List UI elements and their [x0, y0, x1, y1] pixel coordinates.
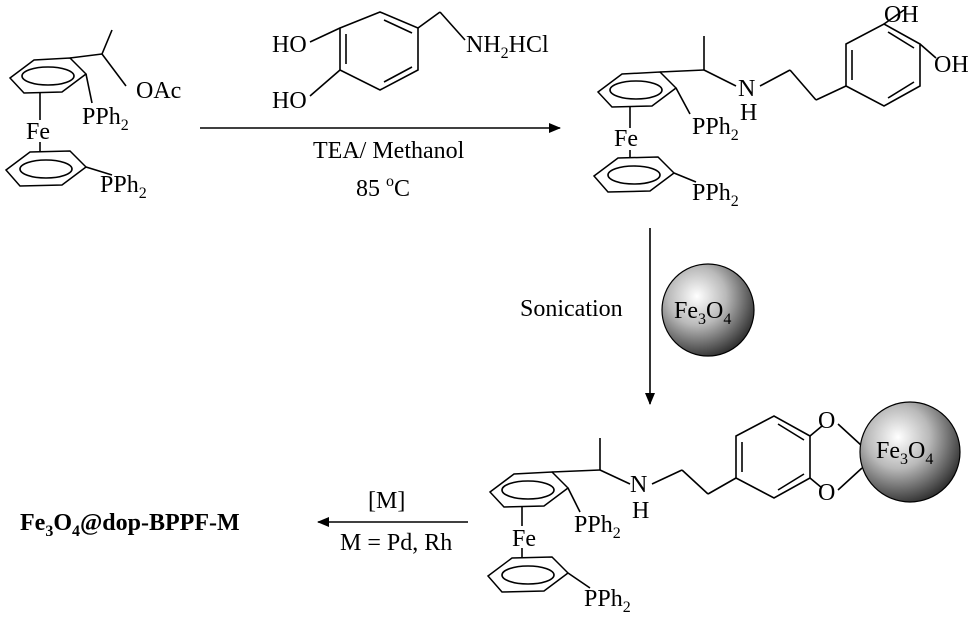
amine-salt-label: NH2HCl: [466, 32, 549, 62]
p1-bond-oh-right: [919, 43, 937, 59]
p2-bond-ch: [551, 469, 601, 473]
step2-label: Sonication: [520, 296, 623, 322]
ho-top-label: HO: [272, 32, 307, 58]
p1-bond-pph2-lower: [673, 172, 697, 183]
bond-pph2-upper: [85, 73, 93, 104]
p1-cp-ring-lower-inner: [607, 165, 661, 185]
bond-ethyl-2: [439, 11, 466, 41]
p1-benzene-ring: [845, 23, 921, 107]
benzene-ring: [339, 11, 419, 91]
p2-cp-ring-lower: [486, 556, 570, 593]
p2-ring-double-3: [777, 473, 805, 491]
pph2-upper-label: PPh2: [82, 104, 129, 134]
p1-n-label: N: [738, 76, 755, 102]
p1-bond-ch2-2: [789, 69, 817, 101]
bond-oac: [101, 53, 127, 87]
dopamine-reagent: HO HO NH2HCl: [272, 11, 549, 114]
p2-pph2-upper-label: PPh2: [574, 512, 621, 542]
p1-oh-right-label: OH: [934, 52, 969, 78]
p2-bond-pph2-lower: [567, 572, 591, 589]
final-product-label: Fe3O4@dop-BPPF-M: [20, 510, 240, 540]
p1-oh-top-label: OH: [884, 2, 919, 28]
bond-methyl: [101, 29, 113, 55]
p2-o-top-label: O: [818, 408, 835, 434]
p1-bond-ch2-1: [759, 69, 791, 87]
cp-ring-lower-inner: [19, 159, 73, 179]
step3-reagent: [M]: [368, 488, 405, 514]
p1-fe-label: Fe: [614, 126, 638, 152]
p2-h-label: H: [632, 498, 649, 524]
nanoparticle-sphere: [661, 263, 755, 357]
ring-double-bond-2: [383, 19, 413, 34]
p2-cp-ring-upper-inner: [501, 480, 555, 500]
p1-pph2-lower-label: PPh2: [692, 180, 739, 210]
bond-ethyl-1: [417, 11, 441, 29]
fe3o4-nanoparticle-step2: Fe3O4: [661, 263, 755, 357]
p2-nanoparticle-formula: Fe3O4: [876, 438, 933, 468]
p1-bond-pph2-upper: [675, 87, 691, 115]
p1-cp-ring-lower: [592, 156, 676, 193]
p2-bond-ch2-2: [681, 469, 709, 495]
bond-oh-top: [309, 27, 341, 43]
p2-ring-double-2: [777, 423, 805, 441]
p2-bond-pph2-upper: [567, 487, 581, 513]
step1-temperature: 85 oC: [356, 173, 410, 202]
cp-ring-upper-inner: [21, 66, 75, 86]
p1-bond-ch: [659, 69, 705, 73]
p2-nanoparticle-sphere: [859, 401, 961, 503]
product-1: N H Fe OH OH PPh2 PPh2: [592, 2, 969, 210]
p1-ring-double-2: [887, 31, 915, 49]
p1-bond-ring: [815, 85, 847, 101]
p2-bond-ch2-1: [651, 469, 683, 485]
nanoparticle-formula: Fe3O4: [674, 298, 731, 328]
pph2-lower-label: PPh2: [100, 172, 147, 202]
starting-material: OAc Fe PPh2 PPh2: [4, 29, 181, 202]
p2-benzene-ring: [735, 415, 811, 499]
p2-bond-o-top: [809, 425, 823, 437]
p2-bond-o-bottom: [809, 477, 823, 489]
p1-h-label: H: [740, 100, 757, 126]
p2-bond-o-particle-bottom: [837, 467, 863, 491]
p2-cp-ring-lower-inner: [501, 565, 555, 585]
p2-o-bottom-label: O: [818, 480, 835, 506]
oac-label: OAc: [136, 78, 181, 104]
bond-ch: [69, 53, 103, 59]
p2-pph2-lower-label: PPh2: [584, 586, 631, 616]
p2-bond-o-particle-top: [837, 423, 863, 447]
p2-fe-label: Fe: [512, 526, 536, 552]
p1-bond-n: [703, 69, 737, 87]
fe-label: Fe: [26, 119, 50, 145]
p2-bond-n: [599, 469, 631, 485]
cp-ring-lower: [4, 150, 88, 187]
p1-pph2-upper-label: PPh2: [692, 114, 739, 144]
p2-n-label: N: [630, 472, 647, 498]
p1-ring-double-3: [887, 81, 915, 99]
step3-metals: M = Pd, Rh: [340, 530, 452, 556]
bond-pph2-lower: [85, 166, 113, 176]
p1-bond-oh-top: [883, 9, 905, 25]
step1-solvent: TEA/ Methanol: [313, 138, 465, 164]
ho-bottom-label: HO: [272, 88, 307, 114]
product-2: Fe3O4 O O N H Fe PPh2 PPh2: [486, 401, 961, 616]
ring-double-bond-3: [383, 66, 413, 83]
bond-oh-bottom: [309, 69, 341, 97]
p2-bond-ring: [707, 477, 737, 495]
p1-cp-ring-upper-inner: [609, 80, 663, 100]
